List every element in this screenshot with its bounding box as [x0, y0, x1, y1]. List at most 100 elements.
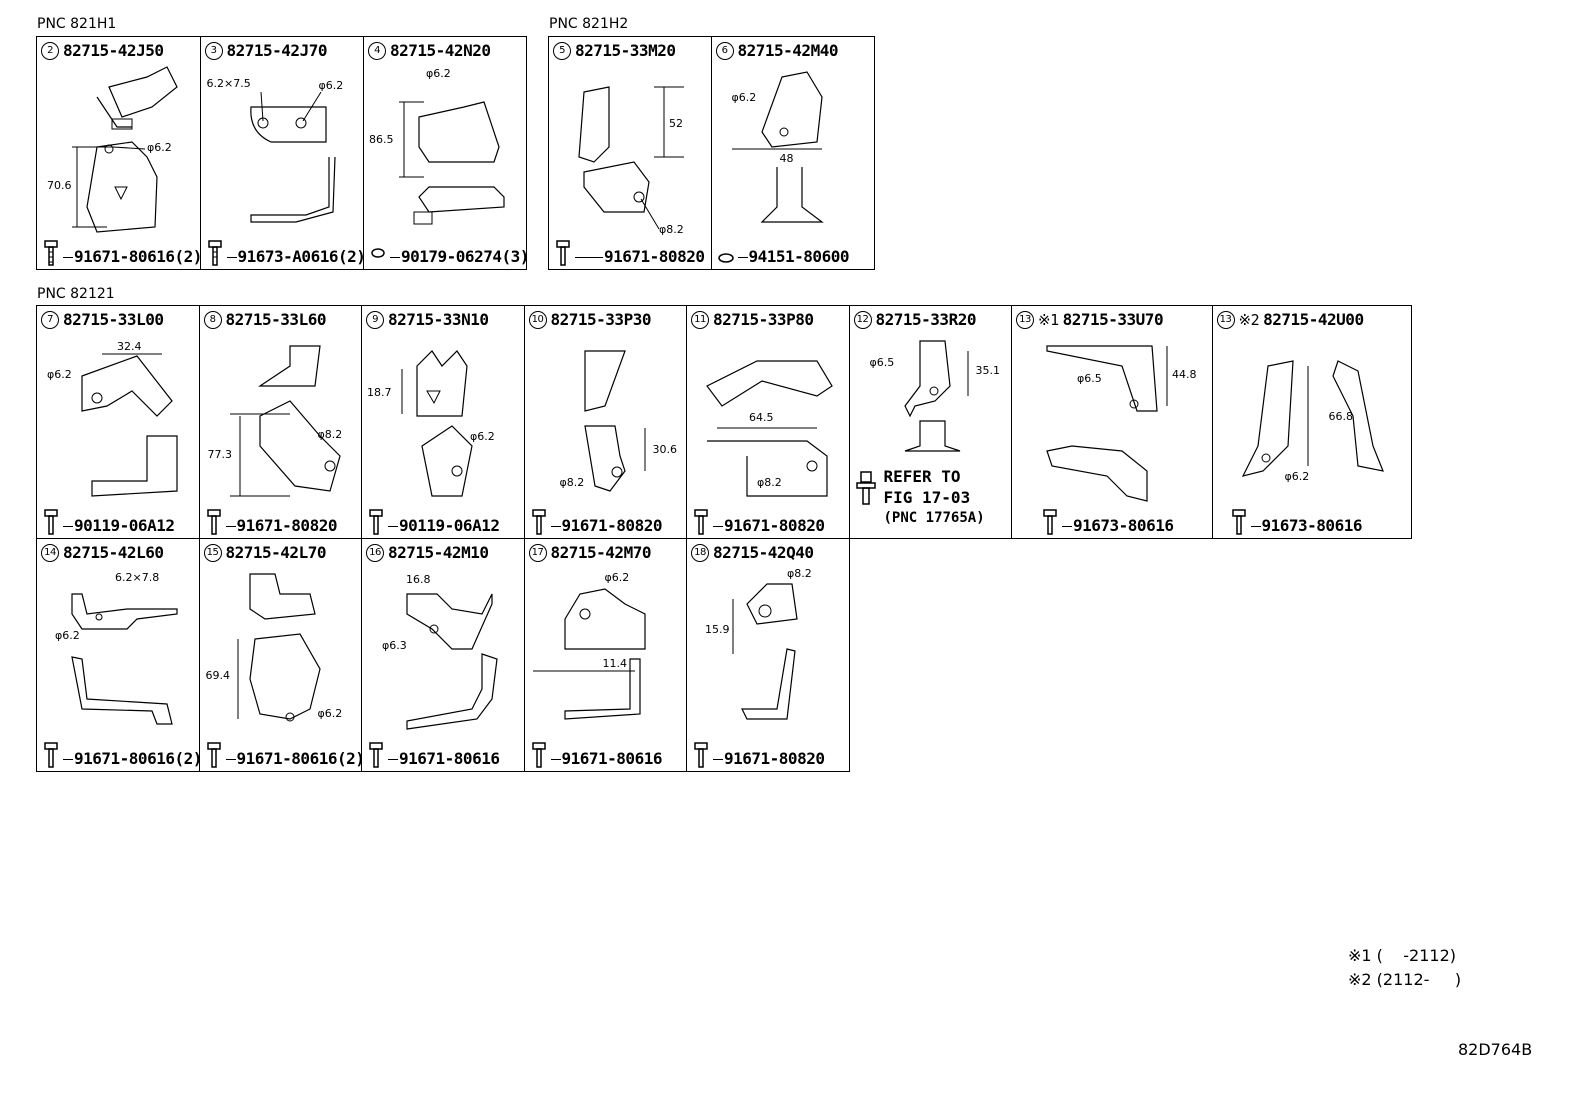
part-number: 82715-33L60 [225, 310, 327, 329]
bracket-drawing [81, 353, 178, 497]
dimension-label: 86.5 [369, 133, 394, 146]
bolt-icon [206, 742, 221, 768]
refer-line-1: REFER TO [883, 467, 961, 486]
dimension-label: φ6.2 [318, 79, 344, 92]
bolt-part-number: 91671-80820 [236, 516, 338, 535]
dimension-label: 6.2×7.5 [206, 77, 251, 90]
bolt-part-number: 91671-80616 [561, 749, 663, 768]
bolt-icon [44, 509, 58, 535]
bolt-part-number: 91671-80616(2) [74, 749, 202, 768]
dimension-label: 70.6 [47, 179, 72, 192]
bolt-icon [694, 509, 708, 535]
clip-icon [855, 471, 876, 505]
bolt-icon [44, 240, 58, 266]
bracket-drawing [706, 360, 833, 497]
part-number: 82715-42M70 [550, 543, 652, 562]
group-label-pnc-821h1: PNC 821H1 [37, 16, 117, 32]
dimension-label: φ6.2 [147, 141, 172, 154]
callout-number: 13 [1216, 310, 1235, 329]
callout-number: 6 [715, 41, 734, 60]
callout-number: 5 [553, 41, 571, 60]
dimension-label: φ8.2 [559, 476, 585, 489]
part-number: 82715-42U00 [1263, 310, 1364, 329]
dimension-label: φ6.2 [470, 430, 495, 443]
bracket-drawing [401, 350, 473, 497]
bracket-drawing [71, 593, 178, 725]
bolt-part-number: 91671-80616 [399, 749, 500, 768]
bolt-icon [369, 742, 383, 768]
part-number: 82715-33N10 [388, 310, 489, 329]
callout-number: 8 [203, 310, 222, 329]
callout-number: 17 [528, 543, 547, 562]
bracket-drawing [903, 340, 968, 452]
part-number: 82715-42Q40 [713, 543, 814, 562]
refer-line-3: (PNC 17765A) [883, 510, 985, 526]
dimension-label: φ6.5 [869, 356, 895, 369]
dimension-label: φ8.2 [787, 567, 812, 580]
dimension-label: 66.8 [1328, 410, 1354, 423]
bolt-icon [206, 509, 221, 535]
part-number: 82715-33P80 [713, 310, 814, 329]
part-number: 82715-42M10 [388, 543, 489, 562]
dimension-label: φ6.2 [731, 91, 757, 104]
callout-number: 7 [41, 310, 59, 329]
part-number: 82715-42J70 [226, 41, 328, 60]
note-variant-2: ※2 (2112- ) [1348, 970, 1462, 989]
part-number: 82715-33M20 [575, 41, 676, 60]
bracket-drawing [583, 350, 645, 492]
bolt-icon [369, 509, 383, 535]
bracket-drawing [1046, 345, 1168, 502]
clip-icon [371, 248, 385, 258]
dimension-label: 6.2×7.8 [115, 571, 160, 584]
callout-number: 15 [203, 543, 222, 562]
part-number: 82715-33L00 [63, 310, 164, 329]
bolt-part-number: 91673-80616 [1073, 516, 1174, 535]
callout-number: 10 [528, 310, 547, 329]
group-label-pnc-82121: PNC 82121 [37, 286, 115, 302]
dimension-label: 11.4 [602, 657, 628, 670]
dimension-label: 18.7 [367, 386, 392, 399]
dimension-label: φ8.2 [757, 476, 782, 489]
callout-number: 13 [1016, 310, 1034, 329]
callout-number: 18 [691, 543, 709, 562]
refer-note: REFER TO FIG 17-03 (PNC 17765A) [884, 466, 985, 529]
bolt-part-number: 94151-80600 [748, 247, 850, 266]
part-number: 82715-42J50 [63, 41, 164, 60]
bolt-part-number: 91673-A0616(2) [237, 247, 366, 266]
bolt-part-number: 91671-80616(2) [236, 749, 365, 768]
part-number: 82715-33R20 [875, 310, 977, 329]
bracket-drawing [229, 345, 341, 497]
dimension-label: 30.6 [652, 443, 678, 456]
bolt-icon [1043, 509, 1057, 535]
bolt-part-number: 91671-80616(2) [74, 247, 202, 266]
bracket-drawing [532, 588, 646, 720]
dimension-label: φ6.3 [382, 639, 407, 652]
part-number: 82715-33P30 [550, 310, 652, 329]
dimension-label: 15.9 [705, 623, 730, 636]
bolt-part-number: 90119-06A12 [74, 516, 175, 535]
refer-line-2: FIG 17-03 [883, 488, 971, 507]
bolt-part-number: 91671-80820 [724, 749, 825, 768]
clip-icon [717, 253, 734, 263]
